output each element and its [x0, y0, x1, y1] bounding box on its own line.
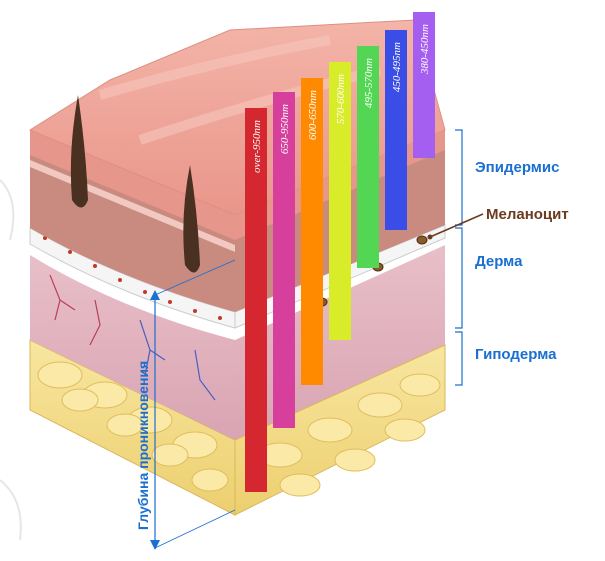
penetration-depth-indicator: Глубина проникновения	[135, 259, 236, 550]
beam-label: 495-570nm	[363, 58, 375, 108]
hypodermis-bracket	[455, 331, 463, 386]
hair-follicle	[70, 95, 88, 208]
depth-arrow-head-bottom	[150, 540, 160, 550]
beam-label: 650-950nm	[279, 104, 291, 154]
beam-label: 600-650nm	[307, 90, 319, 140]
beam-495-570nm	[357, 46, 379, 268]
beam-label: over-950nm	[251, 120, 263, 173]
hypodermis-label: Гиподерма	[475, 346, 557, 363]
beam-570-600nm	[329, 62, 351, 340]
beam-over-950nm	[245, 108, 267, 492]
depth-guide-line	[154, 259, 236, 296]
layer-brackets	[455, 129, 463, 386]
dermis-bracket	[455, 227, 463, 329]
melanocyte-pointer	[429, 213, 484, 238]
dermis-label: Дерма	[475, 253, 523, 270]
beam-450-495nm	[385, 30, 407, 230]
epidermis-bracket	[455, 129, 463, 226]
light-beams: over-950nm 650-950nm 600-650nm 570-600nm 495…	[245, 12, 435, 492]
hair-follicle	[183, 165, 200, 273]
beam-600-650nm	[301, 78, 323, 385]
epidermis-label: Эпидермис	[475, 159, 559, 176]
beam-380-450nm	[413, 12, 435, 158]
beam-label: 570-600nm	[335, 74, 347, 124]
beam-label: 380-450nm	[419, 24, 431, 75]
depth-guide-line	[154, 509, 236, 549]
melanocyte-pointer-dot	[427, 234, 433, 240]
beam-650-950nm	[273, 92, 295, 428]
background-outline	[0, 179, 15, 241]
background-outline	[0, 479, 22, 541]
melanocyte-label: Меланоцит	[486, 206, 569, 223]
skin-ridge	[98, 35, 331, 100]
penetration-depth-label: Глубина проникновения	[135, 361, 151, 530]
beam-label: 450-495nm	[391, 42, 403, 92]
